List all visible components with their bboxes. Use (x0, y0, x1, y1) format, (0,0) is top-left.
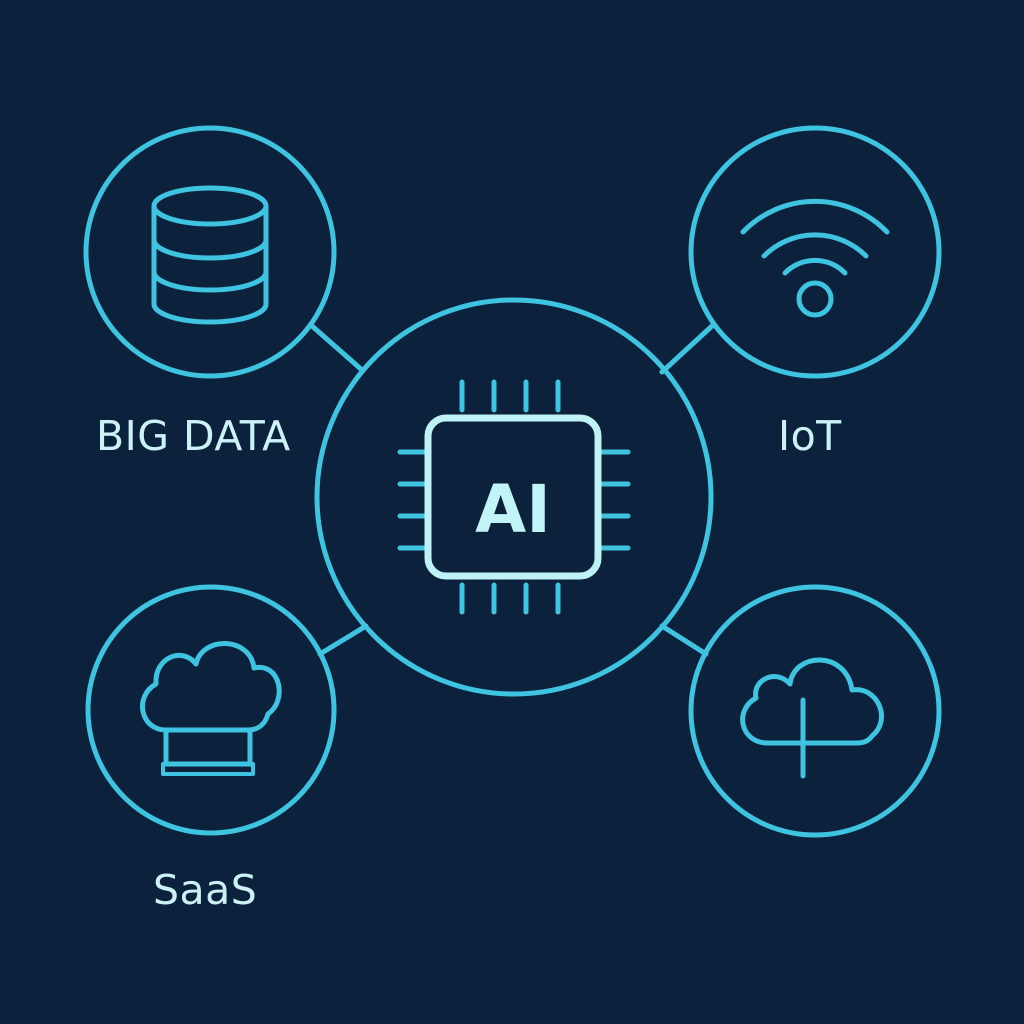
cloud-server-icon (140, 641, 282, 776)
connector-iot (659, 323, 715, 375)
connector-big-data (309, 323, 365, 373)
node-iot (688, 125, 942, 379)
node-circle-cloud (688, 584, 942, 838)
center-label: AI (475, 471, 551, 548)
label-big-data: BIG DATA (96, 412, 291, 460)
connector-saas (317, 623, 369, 657)
label-saas: SaaS (153, 866, 258, 914)
connectors (309, 323, 715, 657)
connector-cloud (659, 623, 709, 657)
cloud-connect-icon (740, 657, 884, 779)
node-saas (85, 584, 337, 836)
node-circle-ai (314, 297, 714, 697)
wifi-icon (740, 198, 890, 318)
node-cloud (688, 584, 942, 838)
database-icon (151, 185, 269, 325)
node-circle-big-data (83, 125, 337, 379)
chip-body (424, 414, 602, 580)
node-circle-iot (688, 125, 942, 379)
node-big-data (83, 125, 337, 379)
microchip-icon: AI (397, 379, 631, 615)
label-iot: IoT (778, 412, 842, 460)
node-circle-saas (85, 584, 337, 836)
node-ai: AI (314, 297, 714, 697)
